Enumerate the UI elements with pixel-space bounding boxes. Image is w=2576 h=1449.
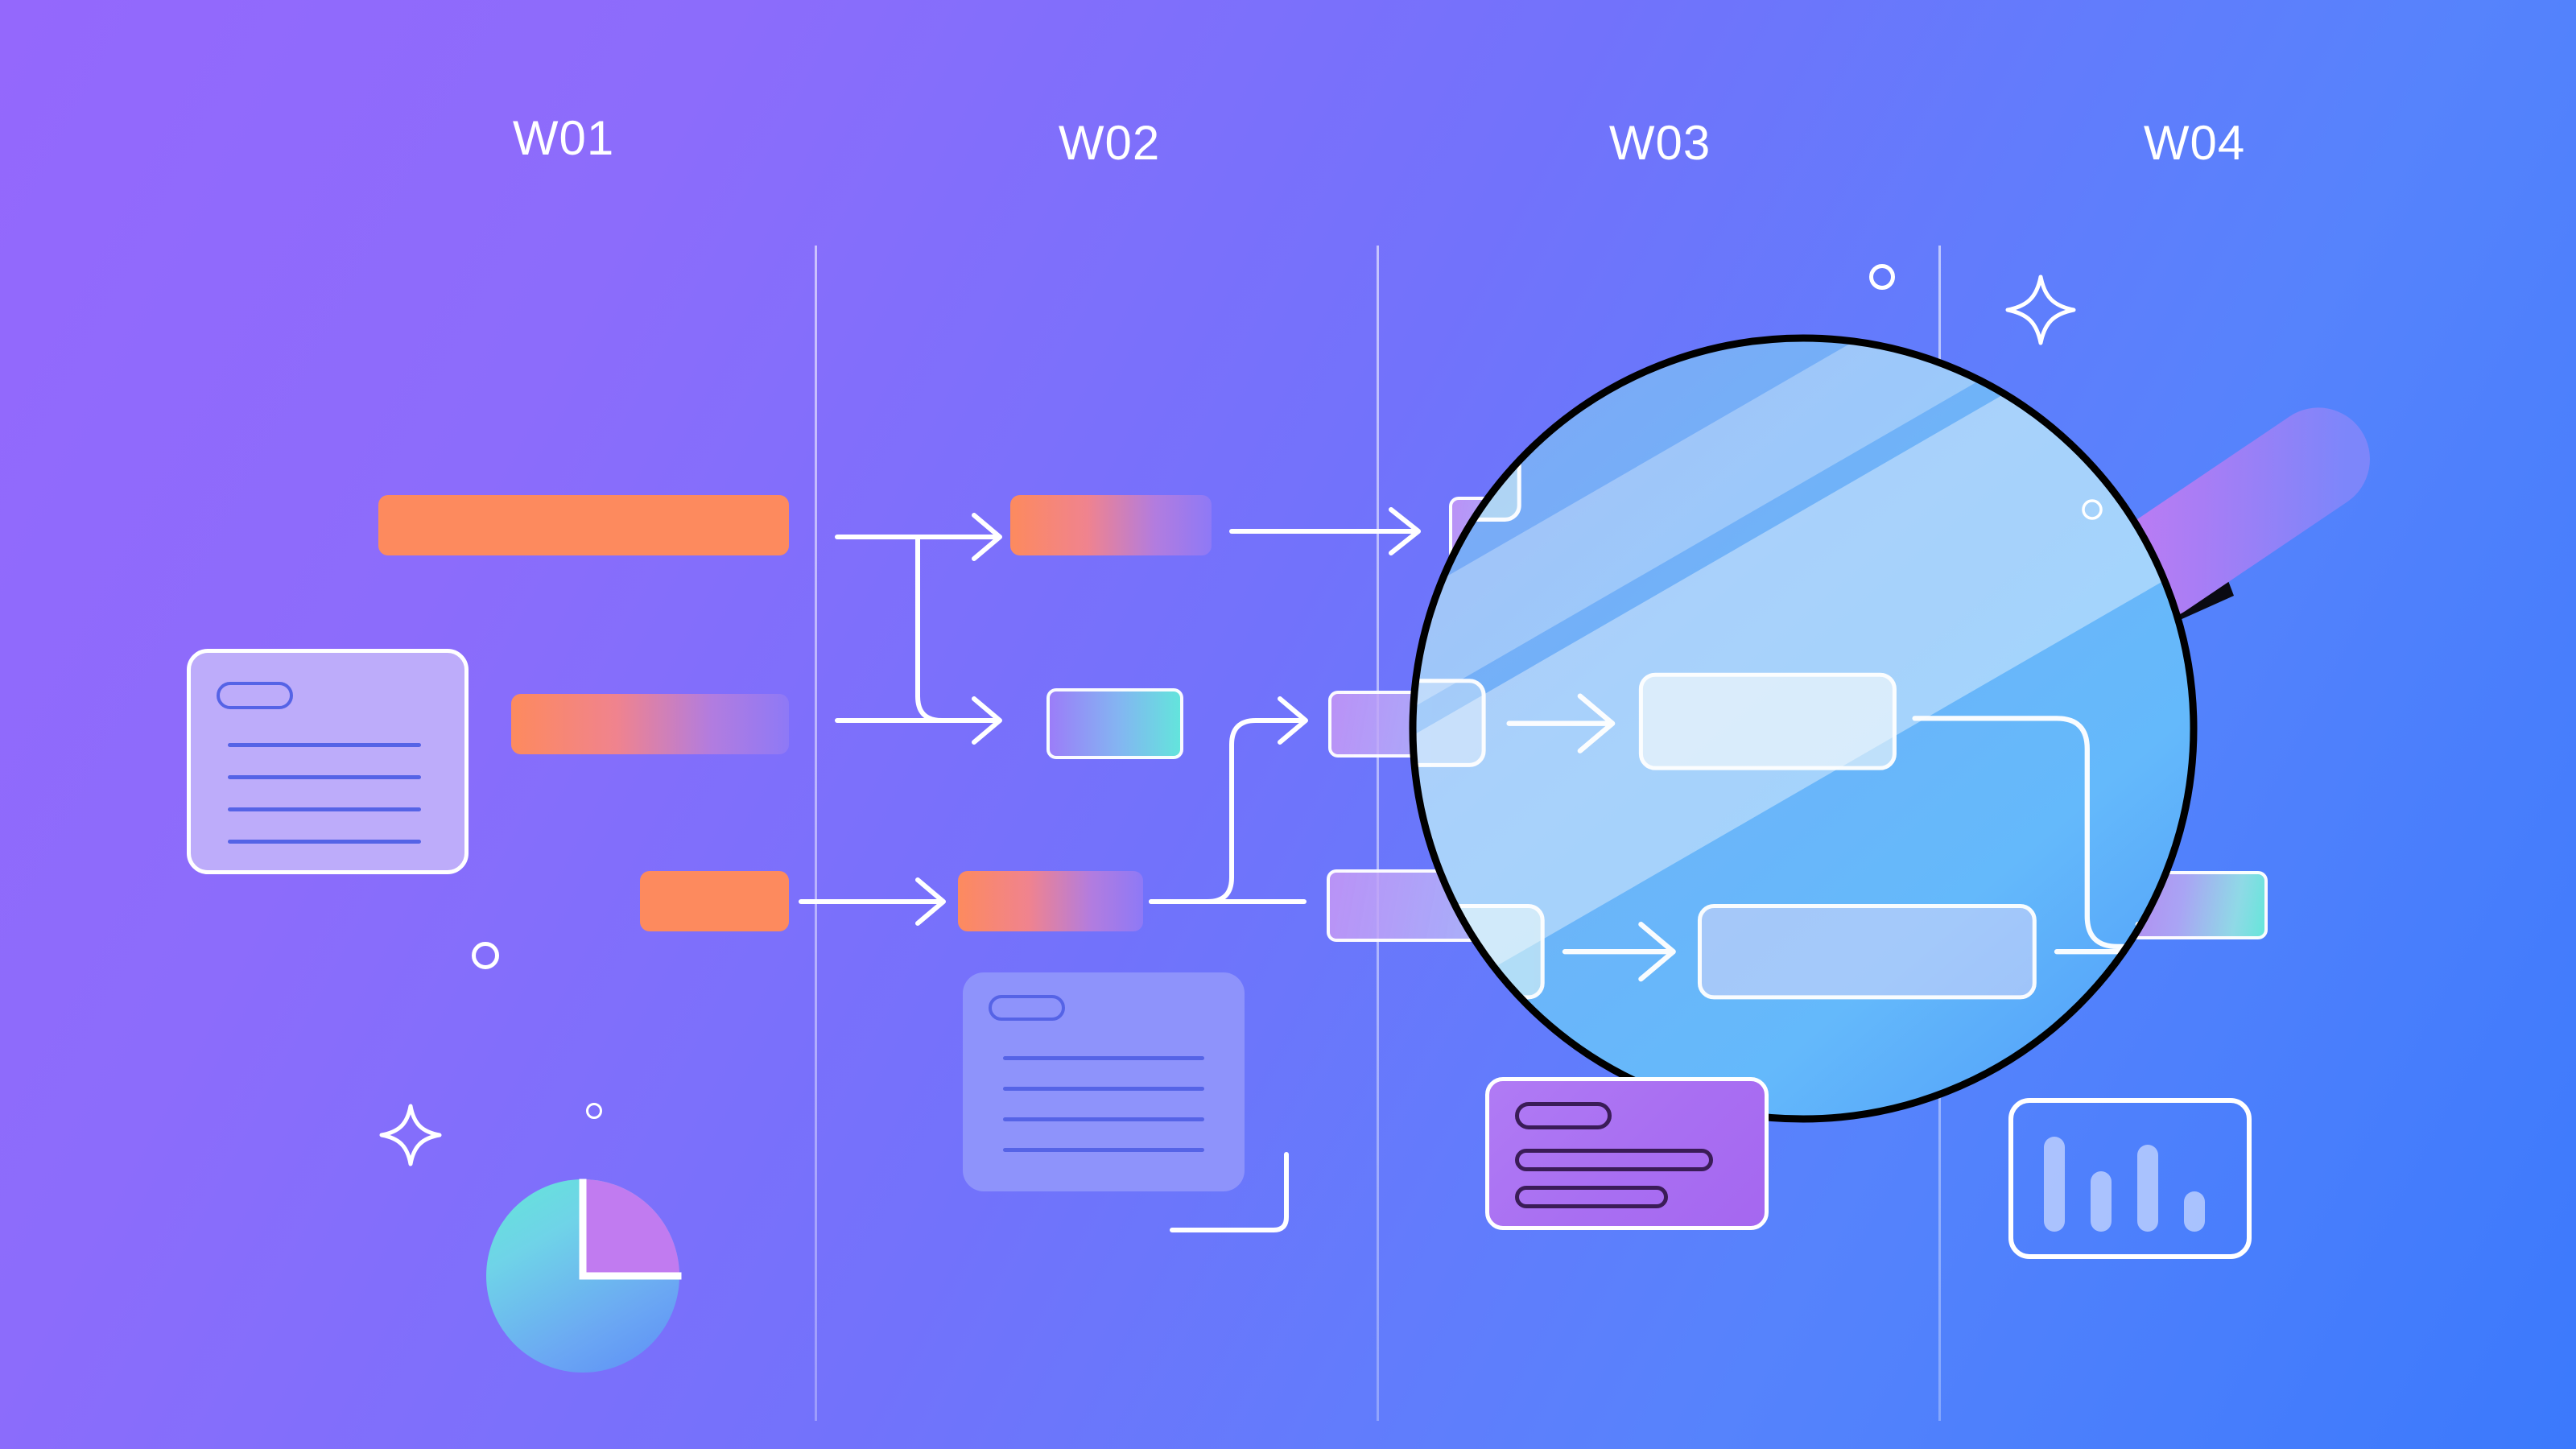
task-bar-w03-3[interactable]	[1674, 686, 1876, 760]
document-card-line	[228, 807, 421, 811]
chart-bar	[2091, 1171, 2112, 1232]
chart-bar	[2044, 1137, 2065, 1232]
sparkle-left-icon	[379, 1104, 442, 1166]
column-label-w04: W04	[2143, 116, 2246, 170]
document-card-pill	[989, 995, 1065, 1021]
document-card-line	[228, 743, 421, 747]
ring-top-icon	[1869, 264, 1895, 290]
task-bar-w03-5[interactable]	[1721, 869, 1987, 942]
doc-card-hook-connector	[1170, 1152, 1289, 1232]
column-divider-2	[1377, 246, 1379, 1421]
column-divider-1	[815, 246, 817, 1421]
document-card-line	[1003, 1148, 1204, 1152]
task-bar-w02-3[interactable]	[958, 871, 1143, 931]
ring-pie-icon	[586, 1103, 602, 1119]
task-bar-w01-1[interactable]	[378, 495, 789, 555]
document-card-secondary[interactable]	[963, 972, 1245, 1191]
task-bar-w02-2[interactable]	[1046, 688, 1183, 759]
task-bar-w04-1[interactable]	[2111, 871, 2268, 939]
document-card-primary[interactable]	[187, 649, 469, 874]
sparkle-top-icon	[2005, 275, 2076, 345]
tag-card-pill	[1515, 1102, 1612, 1129]
document-card-line	[1003, 1087, 1204, 1091]
pie-chart[interactable]	[486, 1179, 682, 1373]
column-label-w01: W01	[512, 111, 615, 165]
task-bar-w02-1[interactable]	[1010, 495, 1212, 555]
document-card-line	[228, 775, 421, 779]
column-label-w03: W03	[1608, 116, 1711, 170]
tag-card[interactable]	[1485, 1077, 1769, 1230]
task-bar-w03-2[interactable]	[1328, 691, 1550, 758]
tag-card-pill	[1515, 1149, 1713, 1171]
chart-bar	[2184, 1191, 2205, 1232]
document-card-line	[228, 840, 421, 844]
chart-bar	[2137, 1145, 2158, 1232]
bar-chart-card[interactable]	[2008, 1098, 2252, 1259]
task-bar-w03-4[interactable]	[1327, 869, 1596, 942]
column-label-w02: W02	[1058, 116, 1161, 170]
task-bar-w01-3[interactable]	[640, 871, 789, 931]
document-card-pill	[217, 682, 293, 709]
task-bar-w01-2[interactable]	[511, 694, 789, 754]
ring-left-icon	[472, 942, 499, 969]
document-card-line	[1003, 1117, 1204, 1121]
document-card-line	[1003, 1056, 1204, 1060]
pie-chart-slice	[579, 1179, 682, 1280]
tag-card-pill	[1515, 1186, 1668, 1208]
task-bar-w03-1[interactable]	[1449, 497, 1578, 563]
